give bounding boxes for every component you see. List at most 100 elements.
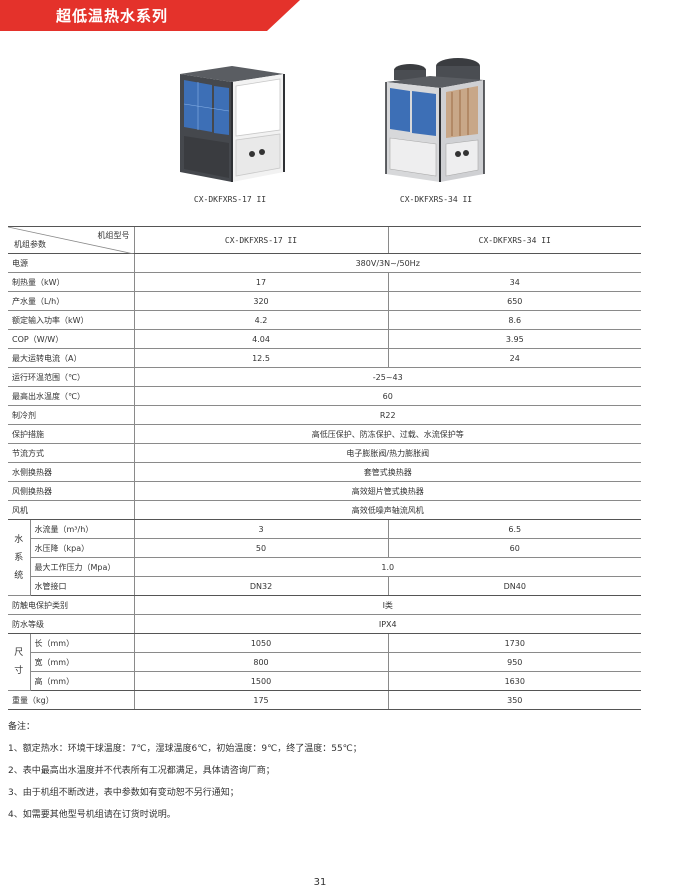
table-row: 保护措施高低压保护、防冻保护、过载、水流保护等 — [8, 424, 641, 444]
row-value: R22 — [133, 405, 641, 425]
product-caption-34: CX-DKFXRS-34 II — [399, 195, 473, 204]
notes-title: 备注： — [8, 722, 36, 732]
row-label: 风侧换热器 — [8, 481, 134, 501]
group-label-size-char: 寸 — [14, 666, 24, 676]
header-model-34: CX-DKFXRS-34 II — [387, 226, 641, 254]
row-value-17: 175 — [133, 690, 388, 710]
row-label: 水压降（kpa） — [30, 538, 134, 558]
row-value-34: 350 — [387, 690, 641, 710]
row-value: 380V/3N~/50Hz — [133, 253, 641, 273]
row-label: 制热量（kW） — [8, 272, 134, 292]
row-value-17: DN32 — [133, 576, 388, 596]
row-value-34: DN40 — [387, 576, 641, 596]
row-label: 高（mm） — [30, 671, 134, 691]
table-row: 运行环温范围（℃）-25~43 — [8, 367, 641, 387]
row-value: 套管式换热器 — [133, 462, 641, 482]
row-label: 水流量（m³/h） — [30, 519, 134, 539]
row-label: 防水等级 — [8, 614, 134, 634]
row-label: 重量（kg） — [8, 690, 134, 710]
table-row: 风机高效低噪声轴流风机 — [8, 500, 641, 520]
spec-table: 机组型号 机组参数 CX-DKFXRS-17 II CX-DKFXRS-34 I… — [8, 226, 641, 710]
note-item: 3、由于机组不断改进，表中参数如有变动恕不另行通知； — [8, 788, 239, 798]
header-model-17: CX-DKFXRS-17 II — [133, 226, 388, 254]
row-label: COP（W/W） — [8, 329, 134, 349]
group-label-water: 水系统 — [8, 519, 31, 596]
row-label: 风机 — [8, 500, 134, 520]
row-label: 额定输入功率（kW） — [8, 310, 134, 330]
table-row: 风侧换热器高效翅片管式换热器 — [8, 481, 641, 501]
row-value-17: 320 — [133, 291, 388, 311]
table-header-row: 机组型号 机组参数 CX-DKFXRS-17 II CX-DKFXRS-34 I… — [8, 226, 641, 254]
row-label: 制冷剂 — [8, 405, 134, 425]
row-value: 1.0 — [133, 557, 641, 577]
note-item: 2、表中最高出水温度并不代表所有工况都满足，具体请咨询厂商； — [8, 766, 275, 776]
row-value-34: 1730 — [387, 633, 641, 653]
row-label: 水管接口 — [30, 576, 134, 596]
table-row: 最高出水温度（℃）60 — [8, 386, 641, 406]
group-label-size: 尺寸 — [8, 633, 31, 691]
row-value: 高效低噪声轴流风机 — [133, 500, 641, 520]
row-value: 60 — [133, 386, 641, 406]
row-value-17: 50 — [133, 538, 388, 558]
table-row: 最大工作压力（Mpa）1.0 — [8, 557, 641, 577]
row-label: 节流方式 — [8, 443, 134, 463]
row-value-17: 1500 — [133, 671, 388, 691]
row-label: 防触电保护类别 — [8, 595, 134, 615]
product-image-17 — [180, 66, 285, 182]
row-label: 长（mm） — [30, 633, 134, 653]
row-value-17: 12.5 — [133, 348, 388, 368]
row-label: 运行环温范围（℃） — [8, 367, 134, 387]
group-label-size-char: 尺 — [14, 648, 24, 658]
group-label-water-char: 水 — [14, 534, 24, 545]
header-banner — [0, 0, 300, 31]
row-value: 高低压保护、防冻保护、过载、水流保护等 — [133, 424, 641, 444]
group-label-water-char: 统 — [14, 570, 24, 581]
row-label: 电源 — [8, 253, 134, 273]
row-label: 宽（mm） — [30, 652, 134, 672]
table-row: 节流方式电子膨胀阀/热力膨胀阀 — [8, 443, 641, 463]
row-value: 电子膨胀阀/热力膨胀阀 — [133, 443, 641, 463]
table-row: 水侧换热器套管式换热器 — [8, 462, 641, 482]
row-value-17: 4.2 — [133, 310, 388, 330]
row-value-34: 8.6 — [387, 310, 641, 330]
row-value-34: 950 — [387, 652, 641, 672]
row-label: 最大工作压力（Mpa） — [30, 557, 134, 577]
row-value-17: 4.04 — [133, 329, 388, 349]
row-value-34: 650 — [387, 291, 641, 311]
product-caption-17: CX-DKFXRS-17 II — [193, 195, 267, 204]
row-value-34: 24 — [387, 348, 641, 368]
row-value-34: 60 — [387, 538, 641, 558]
note-item: 4、如需要其他型号机组请在订货时说明。 — [8, 810, 176, 820]
product-image-34 — [385, 58, 485, 182]
row-value-34: 34 — [387, 272, 641, 292]
row-value: 高效翅片管式换热器 — [133, 481, 641, 501]
page-title: 超低温热水系列 — [56, 7, 169, 25]
row-value-17: 17 — [133, 272, 388, 292]
row-label: 水侧换热器 — [8, 462, 134, 482]
header-param-label: 机组参数 — [14, 240, 46, 249]
row-value: -25~43 — [133, 367, 641, 387]
diagonal-divider — [8, 227, 134, 254]
header-diagonal-cell: 机组型号 机组参数 — [8, 226, 134, 254]
row-value-17: 3 — [133, 519, 388, 539]
row-label: 最大运转电流（A） — [8, 348, 134, 368]
page-number: 31 — [313, 877, 327, 888]
row-value: I类 — [133, 595, 641, 615]
group-label-water-char: 系 — [14, 552, 24, 563]
row-value-34: 3.95 — [387, 329, 641, 349]
note-item: 1、额定热水：环境干球温度：7℃，湿球温度6℃，初始温度：9℃，终了温度：55℃… — [8, 744, 362, 754]
row-value: IPX4 — [133, 614, 641, 634]
